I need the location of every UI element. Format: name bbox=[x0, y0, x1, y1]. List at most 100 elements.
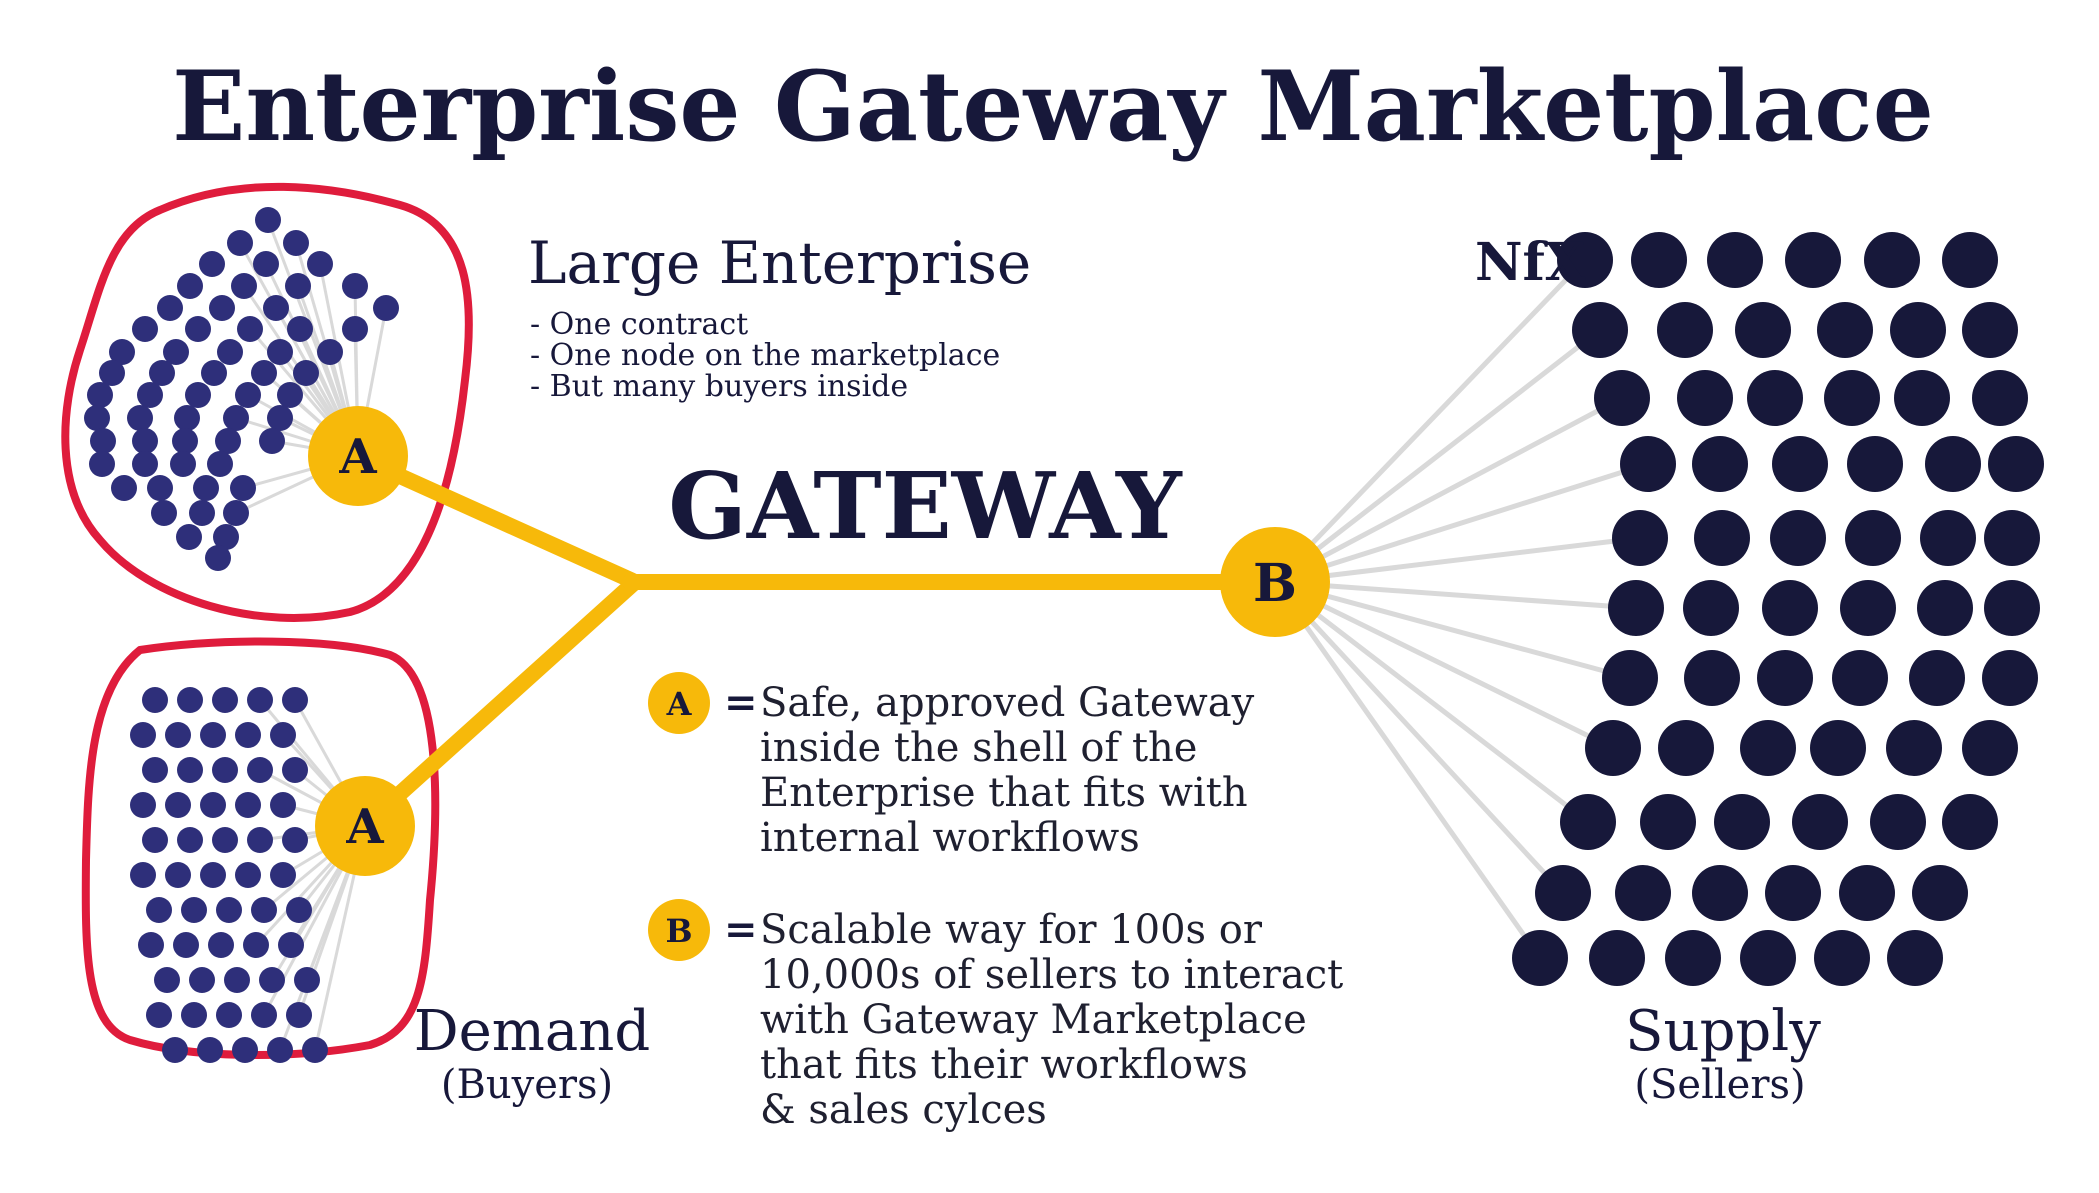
buyer-dot bbox=[147, 475, 173, 501]
buyer-dot bbox=[235, 722, 261, 748]
buyer-dot bbox=[174, 405, 200, 431]
buyer-dot bbox=[223, 405, 249, 431]
buyer-dot bbox=[235, 862, 261, 888]
legend-a-line-3: Enterprise that fits with bbox=[760, 770, 1248, 816]
seller-spoke bbox=[1274, 579, 1631, 681]
buyer-dot bbox=[176, 524, 202, 550]
seller-dot bbox=[1824, 370, 1880, 426]
seller-dot bbox=[1920, 510, 1976, 566]
buyer-dot bbox=[149, 360, 175, 386]
buyer-dot bbox=[267, 405, 293, 431]
seller-dot bbox=[1612, 510, 1668, 566]
buyer-dot bbox=[342, 316, 368, 342]
buyer-dot bbox=[302, 1037, 328, 1063]
buyer-dot bbox=[232, 1037, 258, 1063]
supply-sublabel: (Sellers) bbox=[1634, 1062, 1805, 1108]
seller-dot bbox=[1765, 865, 1821, 921]
seller-dot bbox=[1817, 302, 1873, 358]
buyer-dot bbox=[287, 316, 313, 342]
seller-dot bbox=[1572, 302, 1628, 358]
legend-a: A = Safe, approved Gateway inside the sh… bbox=[648, 672, 1255, 861]
node-a-bottom-circle bbox=[315, 776, 415, 876]
seller-dot bbox=[1560, 794, 1616, 850]
seller-dot bbox=[1747, 370, 1803, 426]
sellers-layer bbox=[1512, 232, 2044, 986]
seller-dot bbox=[1694, 510, 1750, 566]
buyer-dot bbox=[251, 897, 277, 923]
buyer-dot bbox=[208, 932, 234, 958]
buyer-dot bbox=[307, 251, 333, 277]
seller-dot bbox=[1785, 232, 1841, 288]
buyer-dot bbox=[267, 339, 293, 365]
seller-spoke bbox=[1274, 579, 1637, 611]
buyer-dot bbox=[154, 967, 180, 993]
connector-a-top bbox=[352, 450, 643, 590]
buyer-dot bbox=[251, 360, 277, 386]
seller-dot bbox=[1870, 794, 1926, 850]
seller-dot bbox=[1887, 930, 1943, 986]
enterprise-bullet-2: - One node on the marketplace bbox=[530, 338, 1000, 373]
buyer-dot bbox=[270, 792, 296, 818]
buyer-dot bbox=[185, 382, 211, 408]
seller-dot bbox=[1615, 865, 1671, 921]
gateway-label: GATEWAY bbox=[668, 452, 1183, 560]
buyer-dot bbox=[130, 862, 156, 888]
buyer-dot bbox=[127, 405, 153, 431]
seller-spoke bbox=[1272, 580, 1543, 960]
buyer-dot bbox=[212, 827, 238, 853]
buyer-dot bbox=[212, 687, 238, 713]
seller-dot bbox=[1657, 302, 1713, 358]
buyer-dot bbox=[247, 687, 273, 713]
buyer-dot bbox=[282, 687, 308, 713]
seller-dot bbox=[1832, 650, 1888, 706]
buyer-dot bbox=[253, 251, 279, 277]
buyer-dot bbox=[200, 862, 226, 888]
seller-spoke bbox=[1273, 328, 1602, 584]
legend-b-line-5: & sales cylces bbox=[760, 1087, 1047, 1133]
buyer-dot bbox=[181, 897, 207, 923]
buyer-dot bbox=[89, 451, 115, 477]
buyer-dot bbox=[177, 757, 203, 783]
buyer-dot bbox=[99, 360, 125, 386]
buyer-dot bbox=[130, 722, 156, 748]
seller-dot bbox=[1557, 232, 1613, 288]
buyer-dot bbox=[223, 500, 249, 526]
seller-dot bbox=[1845, 510, 1901, 566]
seller-dot bbox=[1665, 930, 1721, 986]
buyer-dot bbox=[189, 967, 215, 993]
node-a-top: A bbox=[308, 406, 408, 506]
legend-a-line-1: Safe, approved Gateway bbox=[760, 680, 1255, 726]
legend-b: B = Scalable way for 100s or 10,000s of … bbox=[648, 899, 1343, 1133]
seller-dot bbox=[1740, 930, 1796, 986]
seller-spoke bbox=[1273, 580, 1590, 824]
seller-spoke bbox=[1274, 461, 1649, 585]
seller-dot bbox=[1984, 580, 2040, 636]
buyer-dot bbox=[109, 339, 135, 365]
buyer-dot bbox=[137, 382, 163, 408]
buyer-dot bbox=[286, 897, 312, 923]
buyer-dot bbox=[224, 967, 250, 993]
seller-dot bbox=[1962, 302, 2018, 358]
seller-dot bbox=[1847, 436, 1903, 492]
seller-dot bbox=[1640, 794, 1696, 850]
seller-dot bbox=[1942, 794, 1998, 850]
seller-dot bbox=[1692, 436, 1748, 492]
buyer-dot bbox=[230, 475, 256, 501]
buyer-dot bbox=[173, 932, 199, 958]
buyer-dot bbox=[138, 932, 164, 958]
seller-dot bbox=[1707, 232, 1763, 288]
connector-a-bottom bbox=[357, 574, 643, 833]
buyer-dot bbox=[251, 1002, 277, 1028]
seller-dot bbox=[1620, 436, 1676, 492]
legend-b-line-2: 10,000s of sellers to interact bbox=[760, 952, 1343, 998]
seller-spoke bbox=[1273, 258, 1587, 584]
node-a-bottom: A bbox=[315, 776, 415, 876]
buyer-dot bbox=[111, 475, 137, 501]
buyer-dot bbox=[235, 382, 261, 408]
legend-a-line-4: internal workflows bbox=[760, 815, 1140, 861]
buyers-layer bbox=[84, 207, 399, 1063]
node-a-top-circle bbox=[308, 406, 408, 506]
buyer-dot bbox=[87, 382, 113, 408]
legend-b-equals: = bbox=[724, 906, 758, 953]
